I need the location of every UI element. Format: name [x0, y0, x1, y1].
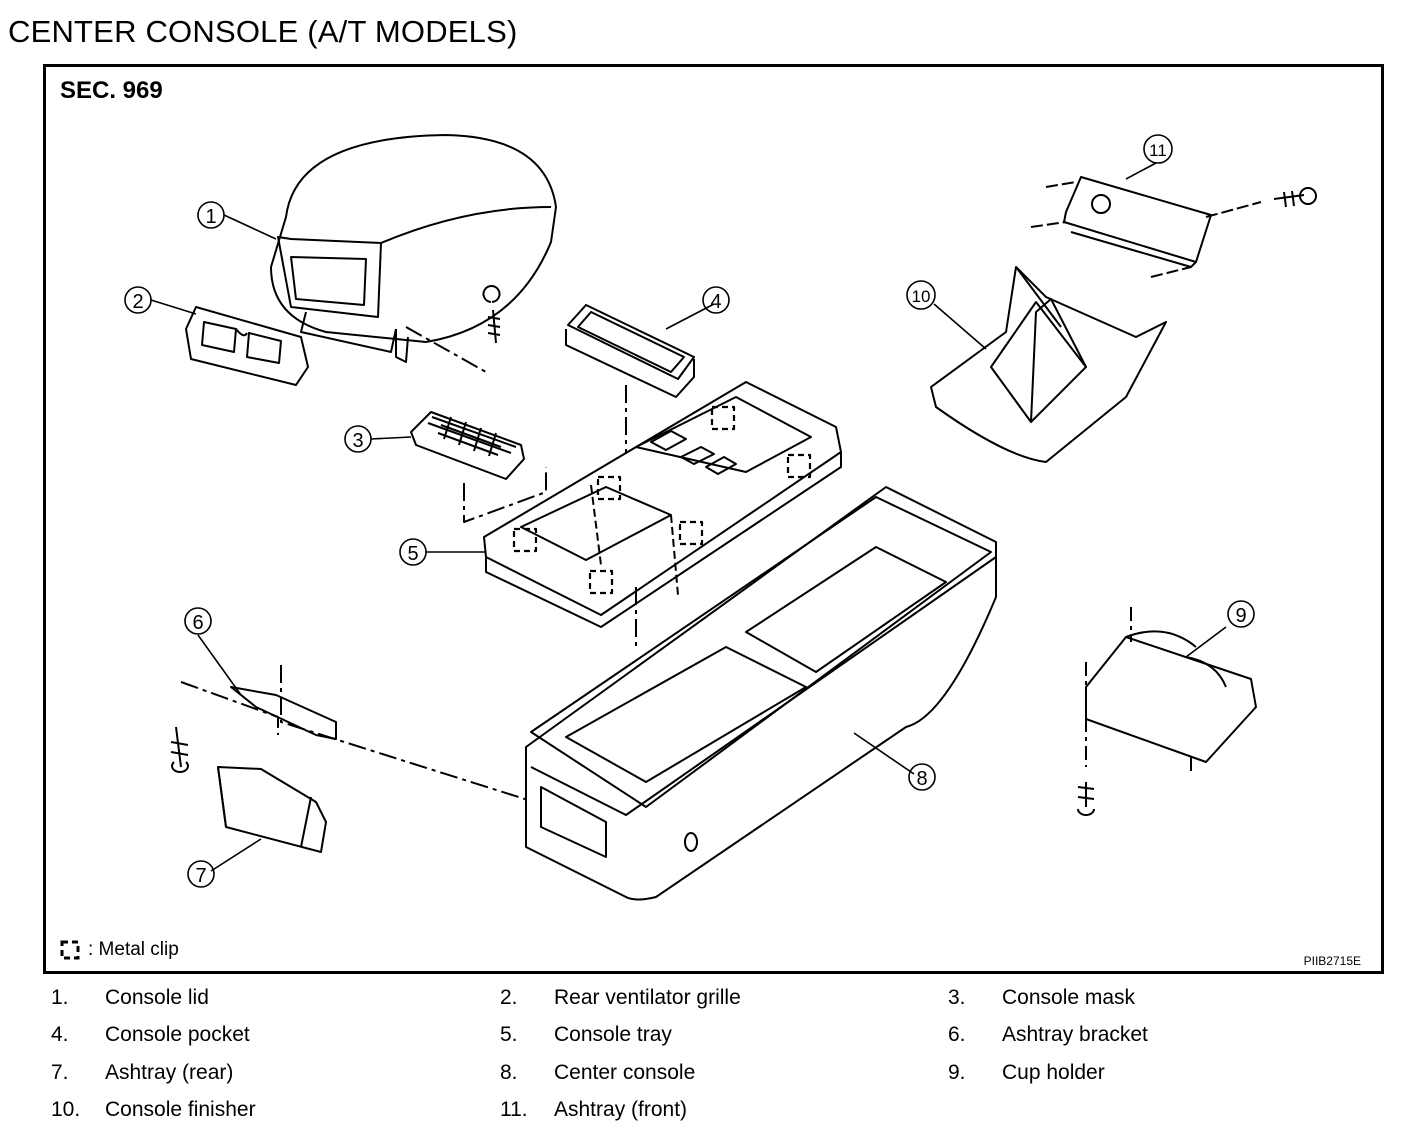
- svg-text:11: 11: [1149, 141, 1167, 160]
- rear-ventilator-grille-drawing: [185, 306, 309, 386]
- svg-text:6: 6: [192, 612, 203, 634]
- svg-text:8: 8: [916, 768, 927, 790]
- console-mask-drawing: [410, 411, 547, 523]
- callout-8: 8: [908, 763, 936, 791]
- svg-text:1: 1: [205, 206, 216, 228]
- callout-3: 3: [344, 425, 372, 453]
- ashtray-bracket-drawing: [170, 665, 567, 813]
- svg-text:7: 7: [195, 865, 206, 887]
- metal-clip-markers: [512, 405, 812, 595]
- ashtray-front-drawing: [1030, 176, 1317, 278]
- svg-text:9: 9: [1235, 605, 1246, 627]
- callout-4: 4: [702, 286, 730, 314]
- callout-5: 5: [399, 538, 427, 566]
- metal-clip-icon: [60, 940, 80, 960]
- cup-holder-drawing: [1077, 607, 1257, 816]
- svg-text:2: 2: [132, 291, 143, 313]
- exploded-diagram: 1 2 3 4 5 6 7 8 9 10 11: [124, 134, 1317, 901]
- section-label: SEC. 969: [60, 77, 163, 104]
- callout-10: 10: [906, 280, 936, 310]
- svg-text:3: 3: [352, 430, 363, 452]
- console-lid-drawing: [270, 134, 557, 373]
- svg-text:5: 5: [407, 543, 418, 565]
- center-console-drawing: [525, 486, 997, 901]
- svg-text:10: 10: [912, 287, 931, 306]
- callout-9: 9: [1227, 600, 1255, 628]
- legend-label: : Metal clip: [88, 939, 179, 960]
- ashtray-rear-drawing: [217, 766, 327, 853]
- console-tray-drawing: [483, 381, 842, 628]
- callout-6: 6: [184, 607, 212, 635]
- leader-lines: [150, 162, 1227, 872]
- callout-2: 2: [124, 286, 152, 314]
- svg-text:4: 4: [710, 291, 721, 313]
- figure-code: PIIB2715E: [1303, 954, 1361, 968]
- legend: : Metal clip: [60, 939, 179, 961]
- page-title: CENTER CONSOLE (A/T MODELS): [8, 14, 518, 49]
- callout-7: 7: [187, 860, 215, 888]
- callout-1: 1: [197, 201, 225, 229]
- console-finisher-drawing: [930, 266, 1167, 463]
- callout-11: 11: [1143, 134, 1173, 164]
- diagram-frame: 1 2 3 4 5 6 7 8 9 10 11 SEC. 969 : Metal…: [43, 64, 1384, 974]
